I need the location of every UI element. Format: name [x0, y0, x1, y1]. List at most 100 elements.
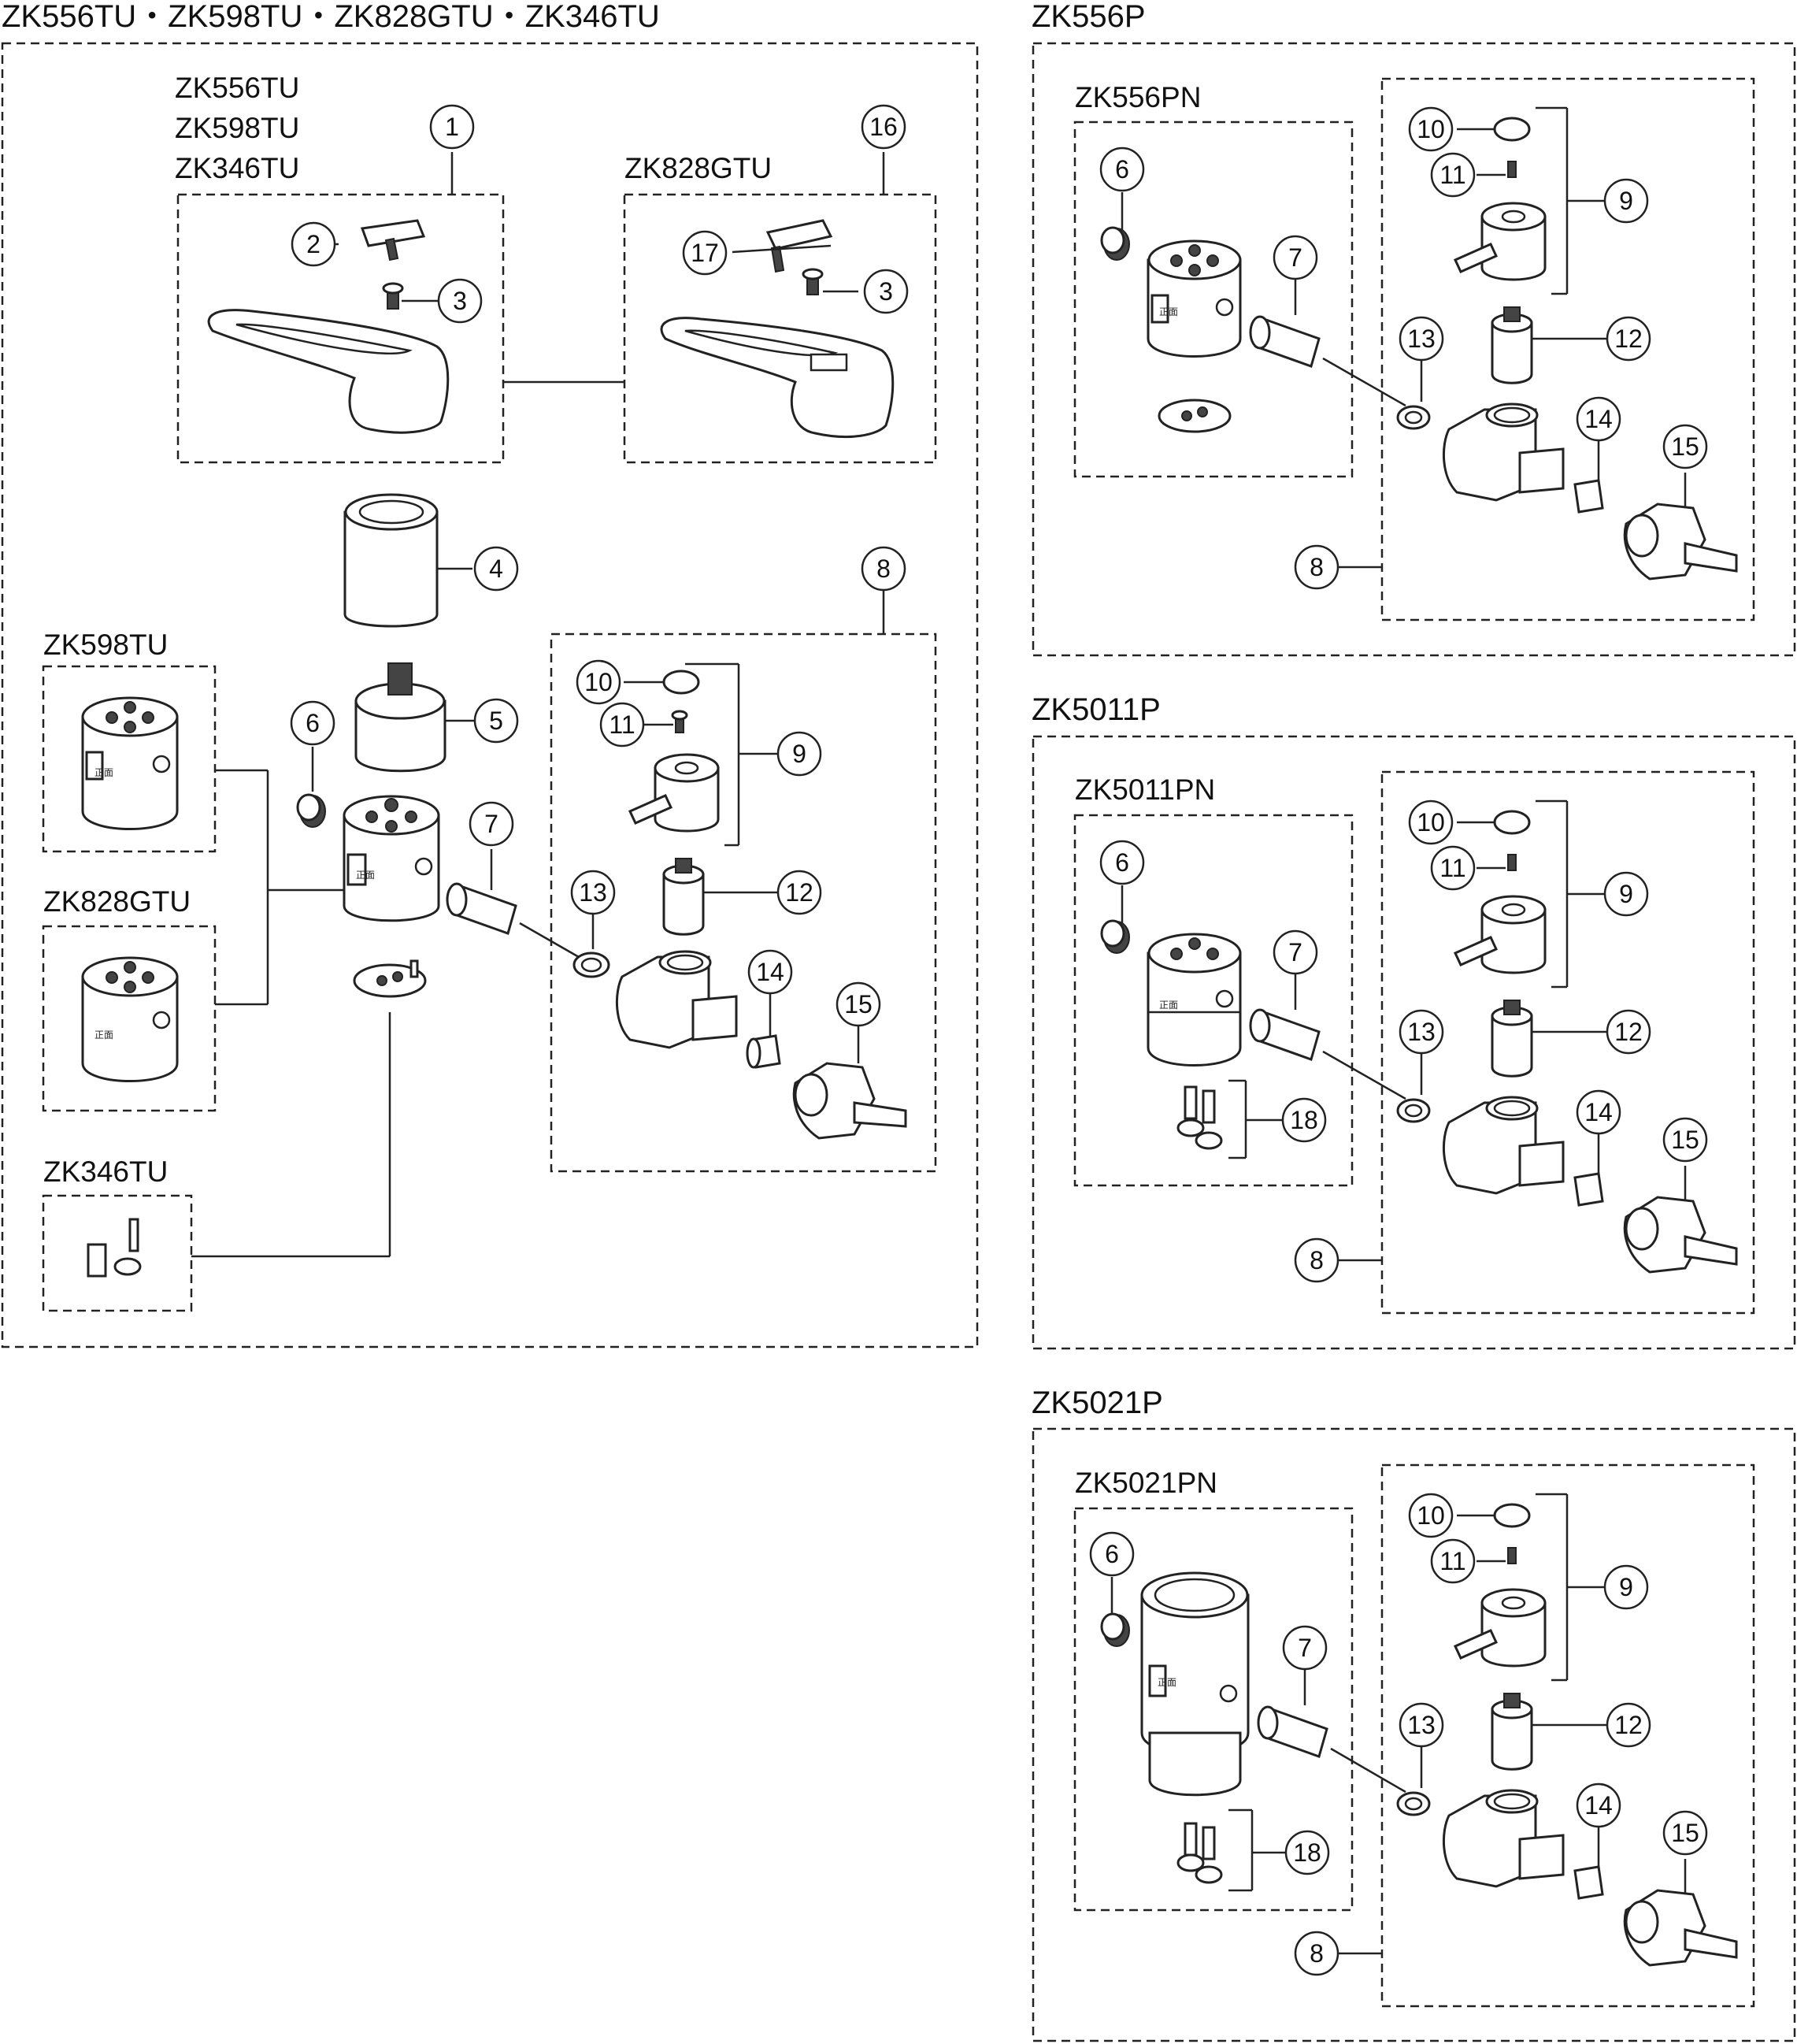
panel-zk5021p-frame	[1032, 1427, 1796, 2042]
callout-label: 18	[1290, 1106, 1318, 1134]
callout-label: 10	[1417, 808, 1445, 837]
group-8-zk556p-frame	[1380, 77, 1755, 621]
callout-label: 4	[489, 555, 503, 583]
callout-8: 8	[1294, 544, 1339, 590]
sleeve-zk556p-icon	[1573, 479, 1604, 514]
callout-label: 11	[1439, 161, 1465, 189]
cap-part-10-icon	[662, 670, 700, 695]
panel-zk5011p-frame	[1032, 735, 1796, 1350]
callout-label: 9	[792, 740, 806, 768]
callout-label: 8	[1310, 1939, 1324, 1968]
variant-box-zk598tu	[42, 665, 217, 853]
callout-label: 16	[869, 113, 898, 141]
adapter-part-7-icon	[446, 882, 517, 935]
callout-label: 12	[1614, 325, 1643, 353]
nut-part-4-icon	[343, 493, 439, 628]
panel-zk5021p-subtitle: ZK5021PN	[1075, 1467, 1217, 1499]
front-marking: 正面	[1159, 1000, 1178, 1011]
tee-zk5021p-icon	[1442, 1789, 1565, 1888]
handle-knob-part-9-icon	[628, 753, 720, 833]
callout-label: 9	[1619, 880, 1633, 908]
callout-7: 7	[469, 801, 514, 847]
variant-box-zk346tu	[42, 1194, 193, 1312]
callout-3: 3	[437, 278, 483, 324]
valve-body-zk556pn-icon	[1147, 239, 1242, 358]
body-box-zk5011pn	[1073, 814, 1354, 1187]
callout-3: 3	[863, 269, 909, 314]
callout-9: 9	[1603, 1564, 1649, 1610]
lever-handle-alt-icon	[660, 317, 895, 439]
callout-label: 3	[879, 277, 893, 306]
panel-zk5011p: ZK5011P ZK5011PN	[1032, 692, 1796, 1350]
panel-zk5011p-subtitle: ZK5011PN	[1075, 773, 1215, 806]
callout-label: 11	[1439, 854, 1465, 882]
panel-zk5011p-title: ZK5011P	[1032, 692, 1161, 727]
callout-16: 16	[861, 104, 906, 150]
callout-label: 12	[1614, 1018, 1643, 1046]
callout-label: 10	[584, 668, 613, 696]
clip-part-17-icon	[765, 219, 833, 273]
callout-9: 9	[1603, 178, 1649, 224]
callout-6: 6	[1099, 840, 1145, 885]
seal-zk5021pn-icon	[1100, 1612, 1130, 1647]
panel-zk5021p-title: ZK5021P	[1032, 1386, 1163, 1420]
callout-label: 18	[1293, 1838, 1321, 1867]
panel-zk556p-frame	[1032, 42, 1796, 657]
callout-15: 15	[1662, 1117, 1708, 1163]
body-box-zk556pn	[1073, 121, 1354, 478]
callout-14: 14	[1576, 1782, 1621, 1828]
callout-label: 11	[1439, 1547, 1465, 1575]
valve-body-variant-b-icon	[81, 956, 179, 1082]
callout-6: 6	[1099, 147, 1145, 192]
plate-zk556pn-icon	[1158, 399, 1232, 433]
callout-11: 11	[1430, 845, 1476, 891]
callout-6: 6	[290, 700, 335, 746]
callout-12: 12	[1606, 316, 1651, 362]
callout-label: 6	[1115, 848, 1129, 877]
tee-zk556p-icon	[1442, 402, 1565, 502]
callout-label: 3	[453, 287, 467, 315]
variant-label-zk828gtu: ZK828GTU	[43, 885, 191, 918]
cartridge-part-5-icon	[354, 662, 446, 773]
callout-13: 13	[1399, 1009, 1444, 1055]
callout-layer: 1234567891011121314151617310119671213141…	[94, 104, 1708, 1976]
front-marking: 正面	[356, 870, 375, 881]
callout-12: 12	[1606, 1702, 1651, 1748]
callout-9: 9	[776, 731, 822, 777]
seal-zk5011pn-icon	[1100, 919, 1130, 954]
cartridge-zk556p-icon	[1491, 306, 1533, 384]
group-8-zk5011p-frame	[1380, 770, 1755, 1315]
callout-15: 15	[836, 981, 881, 1027]
callout-7: 7	[1273, 235, 1318, 280]
handle-knob-zk556p-icon	[1453, 202, 1547, 281]
valve-zk5011p-icon	[1623, 1196, 1738, 1274]
screw-part-3-icon	[382, 282, 404, 310]
screw-part-11-icon	[671, 710, 688, 733]
callout-5: 5	[473, 698, 519, 744]
callout-8: 8	[1294, 1237, 1339, 1283]
seal-zk556pn-icon	[1100, 226, 1130, 261]
callout-11: 11	[1430, 152, 1476, 198]
front-marking: 正面	[1158, 1677, 1176, 1688]
callout-7: 7	[1282, 1625, 1328, 1671]
callout-label: 14	[1584, 1098, 1613, 1126]
callout-10: 10	[1408, 106, 1454, 152]
valve-body-zk5021pn-icon	[1140, 1571, 1250, 1797]
front-marking: 正面	[94, 1029, 113, 1041]
washer-zk5021p-icon	[1396, 1791, 1431, 1816]
callout-label: 8	[1310, 1246, 1324, 1274]
callout-8: 8	[861, 546, 906, 592]
washer-zk5011p-icon	[1396, 1098, 1431, 1123]
panel-main: ZK556TU・ZK598TU・ZK828GTU・ZK346TU ZK556TU…	[1, 0, 979, 1348]
callout-14: 14	[747, 949, 793, 995]
callout-15: 15	[1662, 1810, 1708, 1856]
callout-label: 2	[306, 230, 320, 258]
panel-zk556p: ZK556P ZK556PN	[1032, 0, 1796, 657]
screw-part-3b-icon	[802, 268, 824, 295]
callout-4: 4	[473, 546, 519, 592]
callout-11: 11	[599, 702, 645, 747]
pins-part-18-icon	[1176, 1085, 1223, 1150]
callout-label: 13	[1407, 325, 1436, 353]
handle-group-right	[623, 193, 937, 464]
callout-label: 12	[785, 878, 813, 907]
